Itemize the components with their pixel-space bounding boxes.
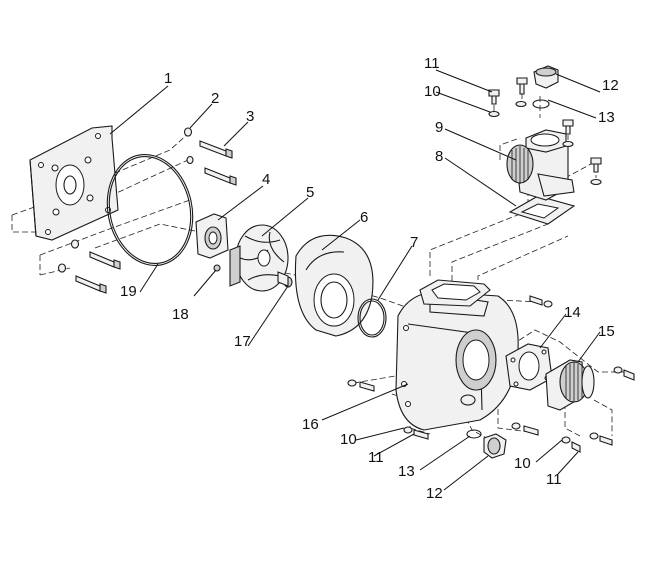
callout-8: 8	[435, 148, 443, 165]
callout-13-top: 13	[598, 109, 615, 126]
callout-13-bottom: 13	[398, 463, 415, 480]
callout-1: 1	[164, 70, 172, 87]
callout-10-lower-right: 10	[514, 455, 531, 472]
callout-labels: 1 2 3 4 5 6 7 8 9 10 10 10 11 11 11 12 1…	[120, 55, 619, 502]
leader-lines	[109, 69, 601, 491]
callout-6: 6	[360, 209, 368, 226]
casing-lower-bolts	[347, 379, 613, 453]
callout-11-lower-left: 11	[368, 449, 384, 466]
callout-11-top: 11	[424, 55, 440, 72]
callout-16: 16	[302, 416, 319, 433]
callout-14: 14	[564, 304, 581, 321]
impeller	[229, 224, 289, 292]
top-drain-plug	[532, 65, 559, 109]
top-bolts-washers	[488, 77, 602, 186]
plate-bolt-set	[57, 127, 237, 294]
callout-12-top: 12	[602, 77, 619, 94]
discharge-elbow	[506, 129, 575, 201]
mechanical-seal	[195, 213, 229, 259]
callout-12-bottom: 12	[426, 485, 443, 502]
callout-15: 15	[598, 323, 615, 340]
callout-9: 9	[435, 119, 443, 136]
bottom-drain-plug	[466, 429, 507, 459]
callout-3: 3	[246, 108, 254, 125]
pump-casing	[395, 279, 519, 431]
o-ring-gasket	[106, 153, 194, 267]
callout-2: 2	[211, 90, 219, 107]
shaft-key	[213, 264, 221, 272]
callout-4: 4	[262, 171, 270, 188]
callout-7: 7	[410, 234, 418, 251]
adapter-plate	[29, 125, 119, 241]
callout-18: 18	[172, 306, 189, 323]
volute-wear-plate	[294, 234, 374, 337]
callout-10-lower-left: 10	[340, 431, 357, 448]
callout-10-top: 10	[424, 83, 441, 100]
suction-inlet-flange	[545, 359, 595, 411]
casing-right-bolts	[529, 295, 635, 381]
volute-o-ring	[357, 298, 387, 338]
callout-5: 5	[306, 184, 314, 201]
callout-19: 19	[120, 283, 137, 300]
callout-11-lower-right: 11	[546, 471, 562, 488]
discharge-gasket	[508, 195, 576, 225]
callout-17: 17	[234, 333, 251, 350]
